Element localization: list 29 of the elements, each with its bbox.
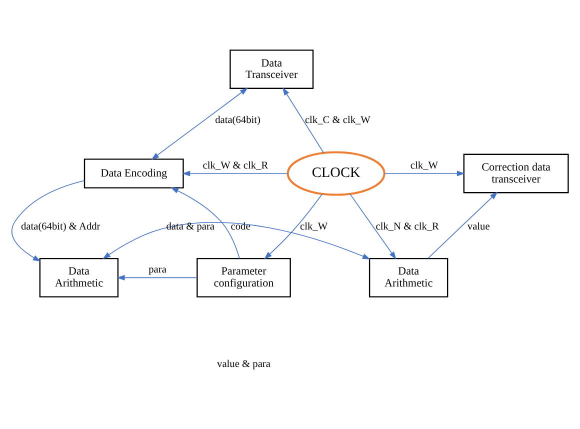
- arrow: [151, 88, 248, 160]
- node-box: Data Arithmetic: [39, 258, 119, 298]
- node-box: Data Arithmetic: [368, 258, 448, 298]
- node-box: Data Transceiver: [230, 50, 314, 89]
- arrow: [384, 170, 465, 176]
- node-box: Correction data transceiver: [463, 154, 569, 194]
- arrow: [282, 87, 324, 154]
- arrow: [350, 194, 396, 260]
- arrow: [182, 170, 288, 176]
- node-box: Parameter configuration: [196, 258, 291, 298]
- arrow: [428, 192, 498, 259]
- edge-label: value: [467, 221, 490, 232]
- arrow: [264, 194, 323, 260]
- arrow: [116, 274, 198, 280]
- edge-label: data(64bit): [215, 114, 260, 126]
- edge-label: clk_W & clk_R: [202, 160, 268, 172]
- edge-label: clk_W: [410, 160, 438, 172]
- arrow: [11, 180, 85, 262]
- node-ellipse: CLOCK: [286, 151, 386, 196]
- edge-label: data(64bit) & Addr: [20, 221, 100, 232]
- edge-label: clk_N & clk_R: [376, 221, 439, 232]
- arrow: [102, 222, 370, 260]
- edge-label: clk_C & clk_W: [304, 114, 370, 126]
- edge-label: para: [148, 264, 166, 276]
- edge-label: code: [230, 221, 250, 232]
- label: value & para: [217, 359, 270, 370]
- edge-label: clk_W: [300, 221, 328, 232]
- arrow: [170, 187, 240, 259]
- node-box: Data Encoding: [84, 158, 184, 188]
